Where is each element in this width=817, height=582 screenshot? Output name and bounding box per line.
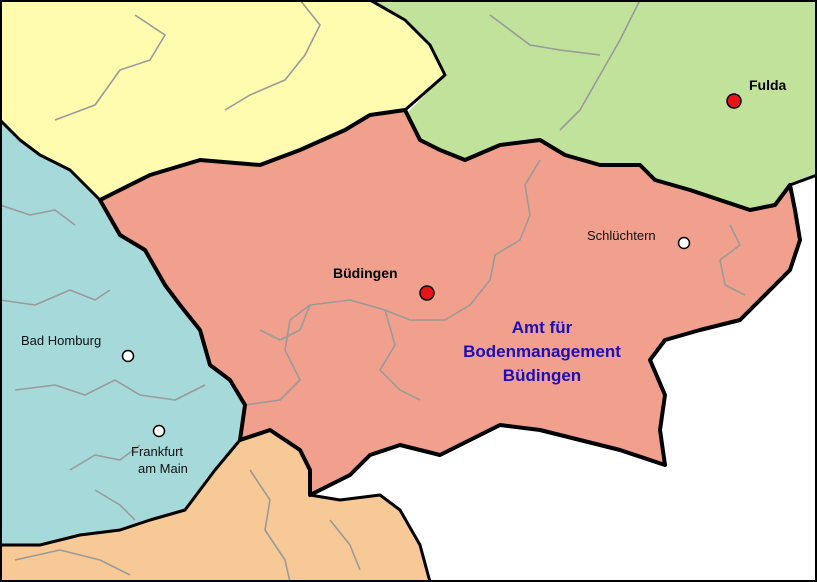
district-line [54, 14, 166, 121]
office-label-line3: Büdingen [503, 366, 581, 385]
regional-boundary [0, 439, 242, 547]
district-line [244, 159, 541, 406]
district-line [559, 0, 641, 131]
region-main [100, 110, 800, 495]
district-line [14, 379, 206, 401]
region-north [0, 0, 445, 200]
office-boundary [98, 108, 802, 497]
district-line [329, 519, 361, 571]
city-label-fulda: Fulda [749, 77, 787, 93]
regional-boundary [789, 173, 817, 187]
region-south [0, 430, 430, 582]
district-line [489, 14, 601, 56]
city-label-frankfurt-line1: Frankfurt [131, 444, 183, 459]
regional-boundary [369, 0, 447, 112]
office-label-line2: Bodenmanagement [463, 342, 621, 361]
city-marker-buedingen [419, 285, 435, 301]
region-northeast [370, 0, 817, 210]
district-line [0, 289, 111, 306]
regional-boundary [0, 118, 102, 202]
district-line [249, 469, 291, 582]
district-line [719, 224, 746, 296]
city-marker-fulda [726, 93, 742, 109]
region-west [0, 120, 245, 545]
district-lines [0, 0, 746, 582]
regional-boundary [309, 493, 432, 582]
city-label-buedingen: Büdingen [333, 265, 398, 281]
district-line [69, 444, 141, 471]
city-label-frankfurt-line2: am Main [138, 461, 188, 476]
city-marker-schluechtern [677, 236, 691, 250]
district-line [94, 489, 136, 521]
district-line [379, 309, 421, 401]
district-line [14, 549, 131, 576]
office-label-line1: Amt für [512, 318, 573, 337]
city-label-bad-homburg: Bad Homburg [21, 333, 101, 348]
city-marker-bad-homburg [121, 349, 135, 363]
district-line [0, 204, 76, 226]
district-line [224, 0, 321, 111]
district-line [259, 304, 311, 341]
city-marker-frankfurt [152, 424, 166, 438]
city-label-schluechtern: Schlüchtern [587, 228, 656, 243]
